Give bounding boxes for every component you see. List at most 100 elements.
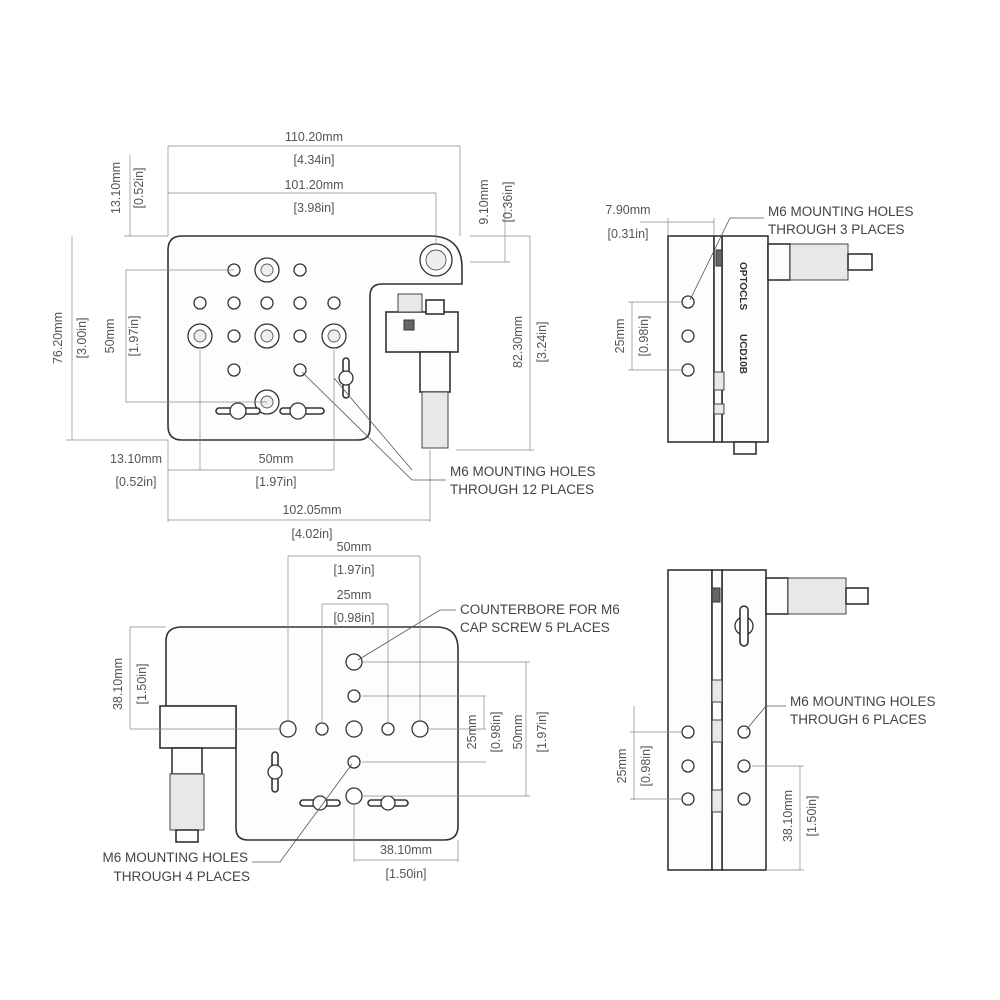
- counterbore-hole: [345, 787, 363, 805]
- label-hole-span-v-in: [1.97in]: [127, 315, 141, 356]
- bottom-view: 50mm [1.97in] 25mm [0.98in] 38.10mm [1.5…: [102, 540, 619, 884]
- end-view-screw: [711, 719, 723, 743]
- bottom-note-holes-2: THROUGH 4 PLACES: [113, 869, 250, 884]
- top-view-bracket: [385, 311, 459, 353]
- label-base-width: 102.05mm: [282, 503, 341, 517]
- bottom-lock-knob: [312, 795, 328, 811]
- mount-hole: [293, 329, 307, 343]
- label-top-offset-in: [0.52in]: [132, 167, 146, 208]
- side-view-brand: OPTOCLS: [737, 262, 748, 310]
- side-label-spacing: 25mm: [613, 319, 627, 354]
- end-note-2: THROUGH 6 PLACES: [790, 712, 927, 727]
- end-view-micro-cap: [845, 587, 869, 605]
- end-label-spacing-in: [0.98in]: [639, 745, 653, 786]
- bottom-view-micro-thimble: [169, 773, 205, 831]
- end-label-offset: 38.10mm: [781, 790, 795, 842]
- side-view: OPTOCLS UCD10B 7.90mm [0.31in] 25mm [0.9…: [605, 203, 914, 455]
- mount-hole: [193, 296, 207, 310]
- end-view-screw: [711, 789, 723, 813]
- counterbore-hole: [345, 720, 363, 738]
- top-view-micro-thimble: [421, 391, 449, 449]
- top-view-labels: 110.20mm [4.34in] 101.20mm [3.98in] 13.1…: [51, 130, 596, 541]
- bottom-lock-knob: [267, 764, 283, 780]
- end-view-screw: [711, 679, 723, 703]
- mount-hole: [293, 296, 307, 310]
- label-hole-span-h: 50mm: [259, 452, 294, 466]
- label-right-offset: 9.10mm: [477, 179, 491, 224]
- end-label-offset-in: [1.50in]: [805, 795, 819, 836]
- end-view-lock-lever: [739, 605, 749, 647]
- end-view-hole: [681, 759, 695, 773]
- counterbore-inner: [260, 329, 274, 343]
- side-view-screw: [713, 403, 725, 415]
- mount-hole: [315, 722, 329, 736]
- side-view-pin: [715, 249, 723, 267]
- label-left-offset-in: [0.52in]: [115, 475, 156, 489]
- counterbore-inner: [260, 263, 274, 277]
- label-body-width: 101.20mm: [284, 178, 343, 192]
- top-view-boss-inner: [425, 249, 447, 271]
- label-overall-height-in: [3.24in]: [535, 321, 549, 362]
- counterbore-hole: [279, 720, 297, 738]
- end-view-left-block: [667, 569, 713, 871]
- top-view-knurl: [397, 293, 423, 313]
- mount-hole: [347, 689, 361, 703]
- counterbore-hole: [345, 653, 363, 671]
- top-view-micro-sleeve: [419, 351, 451, 393]
- end-view: 25mm [0.98in] 38.10mm [1.50in] M6 MOUNTI…: [615, 569, 936, 871]
- top-view-micro-tip: [425, 299, 445, 315]
- side-note-1: M6 MOUNTING HOLES: [768, 204, 914, 219]
- side-label-offset-in: [0.31in]: [607, 227, 648, 241]
- counterbore-inner: [193, 329, 207, 343]
- mount-hole: [260, 296, 274, 310]
- side-note-2: THROUGH 3 PLACES: [768, 222, 905, 237]
- counterbore-hole: [411, 720, 429, 738]
- label-body-width-in: [3.98in]: [293, 201, 334, 215]
- bottom-lock-knob: [380, 795, 396, 811]
- side-view-micro-cap: [847, 253, 873, 271]
- side-label-offset: 7.90mm: [605, 203, 650, 217]
- lock-knob: [289, 402, 307, 420]
- lock-knob: [229, 402, 247, 420]
- bottom-label-span-inner-in: [0.98in]: [333, 611, 374, 625]
- bottom-view-dimensions: [129, 555, 530, 862]
- mount-hole: [347, 755, 361, 769]
- note-top-holes-2: THROUGH 12 PLACES: [450, 482, 594, 497]
- side-view-micro-thimble: [789, 243, 849, 281]
- bottom-view-micro-sleeve: [171, 747, 203, 775]
- bottom-label-right-outer: 50mm: [511, 715, 525, 750]
- note-top-holes-1: M6 MOUNTING HOLES: [450, 464, 596, 479]
- label-height-in: [3.00in]: [75, 317, 89, 358]
- bottom-label-right-outer-in: [1.97in]: [535, 711, 549, 752]
- label-overall-width-in: [4.34in]: [293, 153, 334, 167]
- side-label-spacing-in: [0.98in]: [637, 315, 651, 356]
- side-view-bottom-stub: [733, 441, 757, 455]
- counterbore-inner: [327, 329, 341, 343]
- top-view-plate-outline: [167, 235, 463, 441]
- side-view-micro-mount: [767, 243, 791, 281]
- label-left-offset: 13.10mm: [110, 452, 162, 466]
- end-view-hole: [737, 759, 751, 773]
- top-view-screw: [403, 319, 415, 331]
- label-overall-height: 82.30mm: [511, 316, 525, 368]
- bottom-note-cb-1: COUNTERBORE FOR M6: [460, 602, 620, 617]
- side-view-carriage: [721, 235, 769, 443]
- end-view-hole: [737, 792, 751, 806]
- side-view-hole: [681, 329, 695, 343]
- end-note-1: M6 MOUNTING HOLES: [790, 694, 936, 709]
- end-view-micro-thimble: [787, 577, 847, 615]
- mount-hole: [327, 296, 341, 310]
- bottom-label-bottom: 38.10mm: [380, 843, 432, 857]
- bottom-label-right-inner: 25mm: [465, 715, 479, 750]
- bottom-label-span-outer: 50mm: [337, 540, 372, 554]
- label-hole-span-h-in: [1.97in]: [255, 475, 296, 489]
- bottom-view-micro-mount: [159, 705, 237, 749]
- bottom-label-span-inner: 25mm: [337, 588, 372, 602]
- mount-hole: [293, 263, 307, 277]
- bottom-view-plate-outline: [165, 626, 459, 841]
- side-view-screw: [713, 371, 725, 391]
- bottom-label-left: 38.10mm: [111, 658, 125, 710]
- mount-hole: [227, 329, 241, 343]
- bottom-view-micro-cap: [175, 829, 199, 843]
